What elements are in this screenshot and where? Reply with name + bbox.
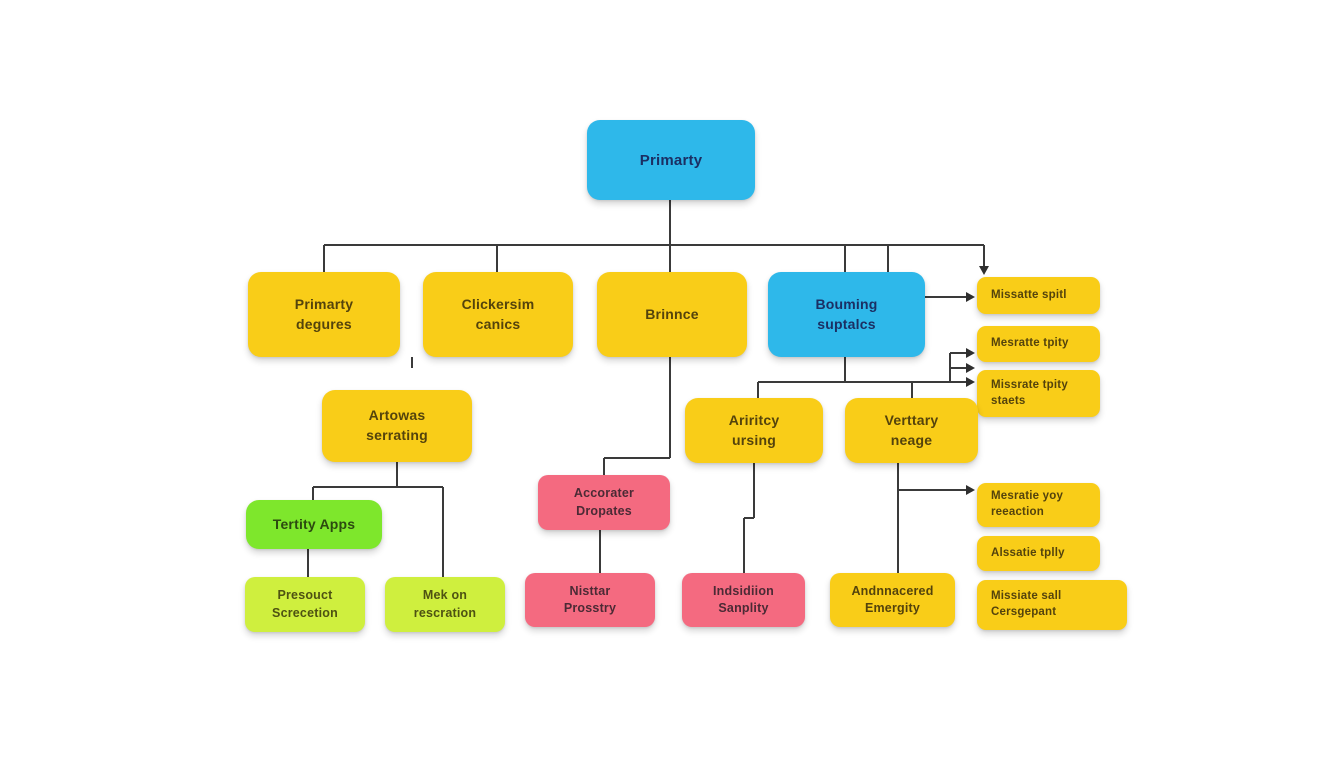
connector-segment <box>411 357 413 368</box>
node-artowas-serrating: Artowas serrating <box>322 390 472 462</box>
node-mesratie-yoy-reeaction: Mesratie yoy reeaction <box>977 483 1100 527</box>
connector-segment <box>983 245 985 266</box>
connector-segment <box>898 489 966 491</box>
connector-segment <box>669 357 671 458</box>
node-missiate-sall-cersgepant: Missiate sall Cersgepant <box>977 580 1127 630</box>
connector-segment <box>844 357 846 382</box>
node-tertity-apps: Tertity Apps <box>246 500 382 549</box>
connector-segment <box>307 549 309 577</box>
arrowhead-right-icon <box>966 363 975 373</box>
connector-segment <box>757 382 759 398</box>
node-ariritcy-ursing: Ariritcy ursing <box>685 398 823 463</box>
connector-segment <box>887 245 889 272</box>
connector-segment <box>324 244 984 246</box>
node-verttary-neage: Verttary neage <box>845 398 978 463</box>
node-alssatie-tplly: Alssatie tplly <box>977 536 1100 571</box>
connector-segment <box>669 245 671 272</box>
node-indsidiion-sanplity: Indsidiion Sanplity <box>682 573 805 627</box>
arrowhead-right-icon <box>966 485 975 495</box>
connector-segment <box>753 463 755 518</box>
connector-segment <box>844 245 846 272</box>
connector-segment <box>396 462 398 487</box>
node-bouming-suptalcs: Bouming suptalcs <box>768 272 925 357</box>
connector-segment <box>897 463 899 573</box>
connector-segment <box>950 352 966 354</box>
arrowhead-right-icon <box>966 348 975 358</box>
connector-segment <box>743 518 745 573</box>
node-nisttar-prosstry: Nisttar Prosstry <box>525 573 655 627</box>
connector-segment <box>496 245 498 272</box>
connector-segment <box>604 457 670 459</box>
node-primarty: Primarty <box>587 120 755 200</box>
connector-segment <box>744 517 754 519</box>
connector-segment <box>950 367 966 369</box>
node-mek-on-rescration: Mek on rescration <box>385 577 505 632</box>
connector-segment <box>442 487 444 577</box>
node-mesratte-tpity: Mesratte tpity <box>977 326 1100 362</box>
connector-segment <box>313 486 443 488</box>
node-presouct-screcetion: Presouct Screcetion <box>245 577 365 632</box>
connector-segment <box>758 381 966 383</box>
connector-segment <box>911 382 913 398</box>
node-clickersim-canics: Clickersim canics <box>423 272 573 357</box>
connector-segment <box>669 200 671 245</box>
connector-segment <box>925 296 966 298</box>
arrowhead-right-icon <box>966 377 975 387</box>
connector-segment <box>323 245 325 272</box>
node-primarty-degures: Primarty degures <box>248 272 400 357</box>
node-missrate-tpity-staets: Missrate tpity staets <box>977 370 1100 417</box>
connector-segment <box>603 458 605 475</box>
node-accorater-dropates: Accorater Dropates <box>538 475 670 530</box>
connector-segment <box>599 530 601 573</box>
arrowhead-down-icon <box>979 266 989 275</box>
connector-segment <box>312 487 314 500</box>
node-brinnce: Brinnce <box>597 272 747 357</box>
arrowhead-right-icon <box>966 292 975 302</box>
node-missatte-spitl: Missatte spitl <box>977 277 1100 314</box>
node-andnnacered-emergity: Andnnacered Emergity <box>830 573 955 627</box>
